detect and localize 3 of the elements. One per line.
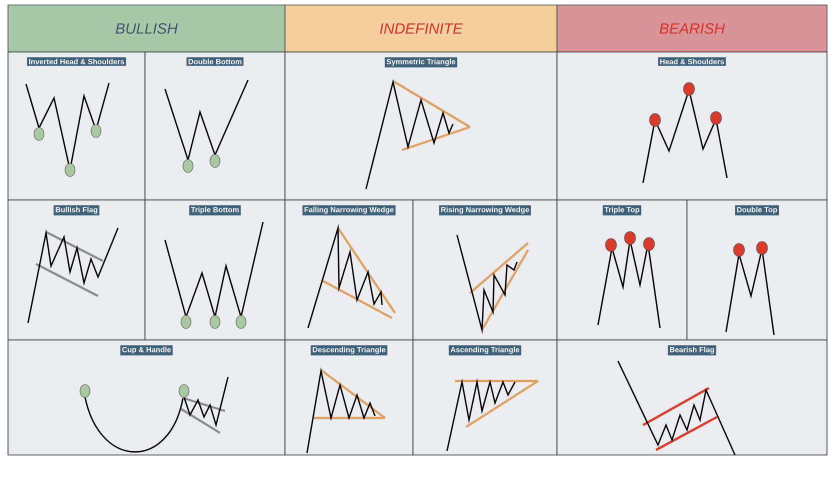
- column-header: BULLISH: [8, 4, 286, 52]
- column-header: INDEFINITE: [284, 4, 558, 52]
- column-header: BEARISH: [556, 4, 828, 52]
